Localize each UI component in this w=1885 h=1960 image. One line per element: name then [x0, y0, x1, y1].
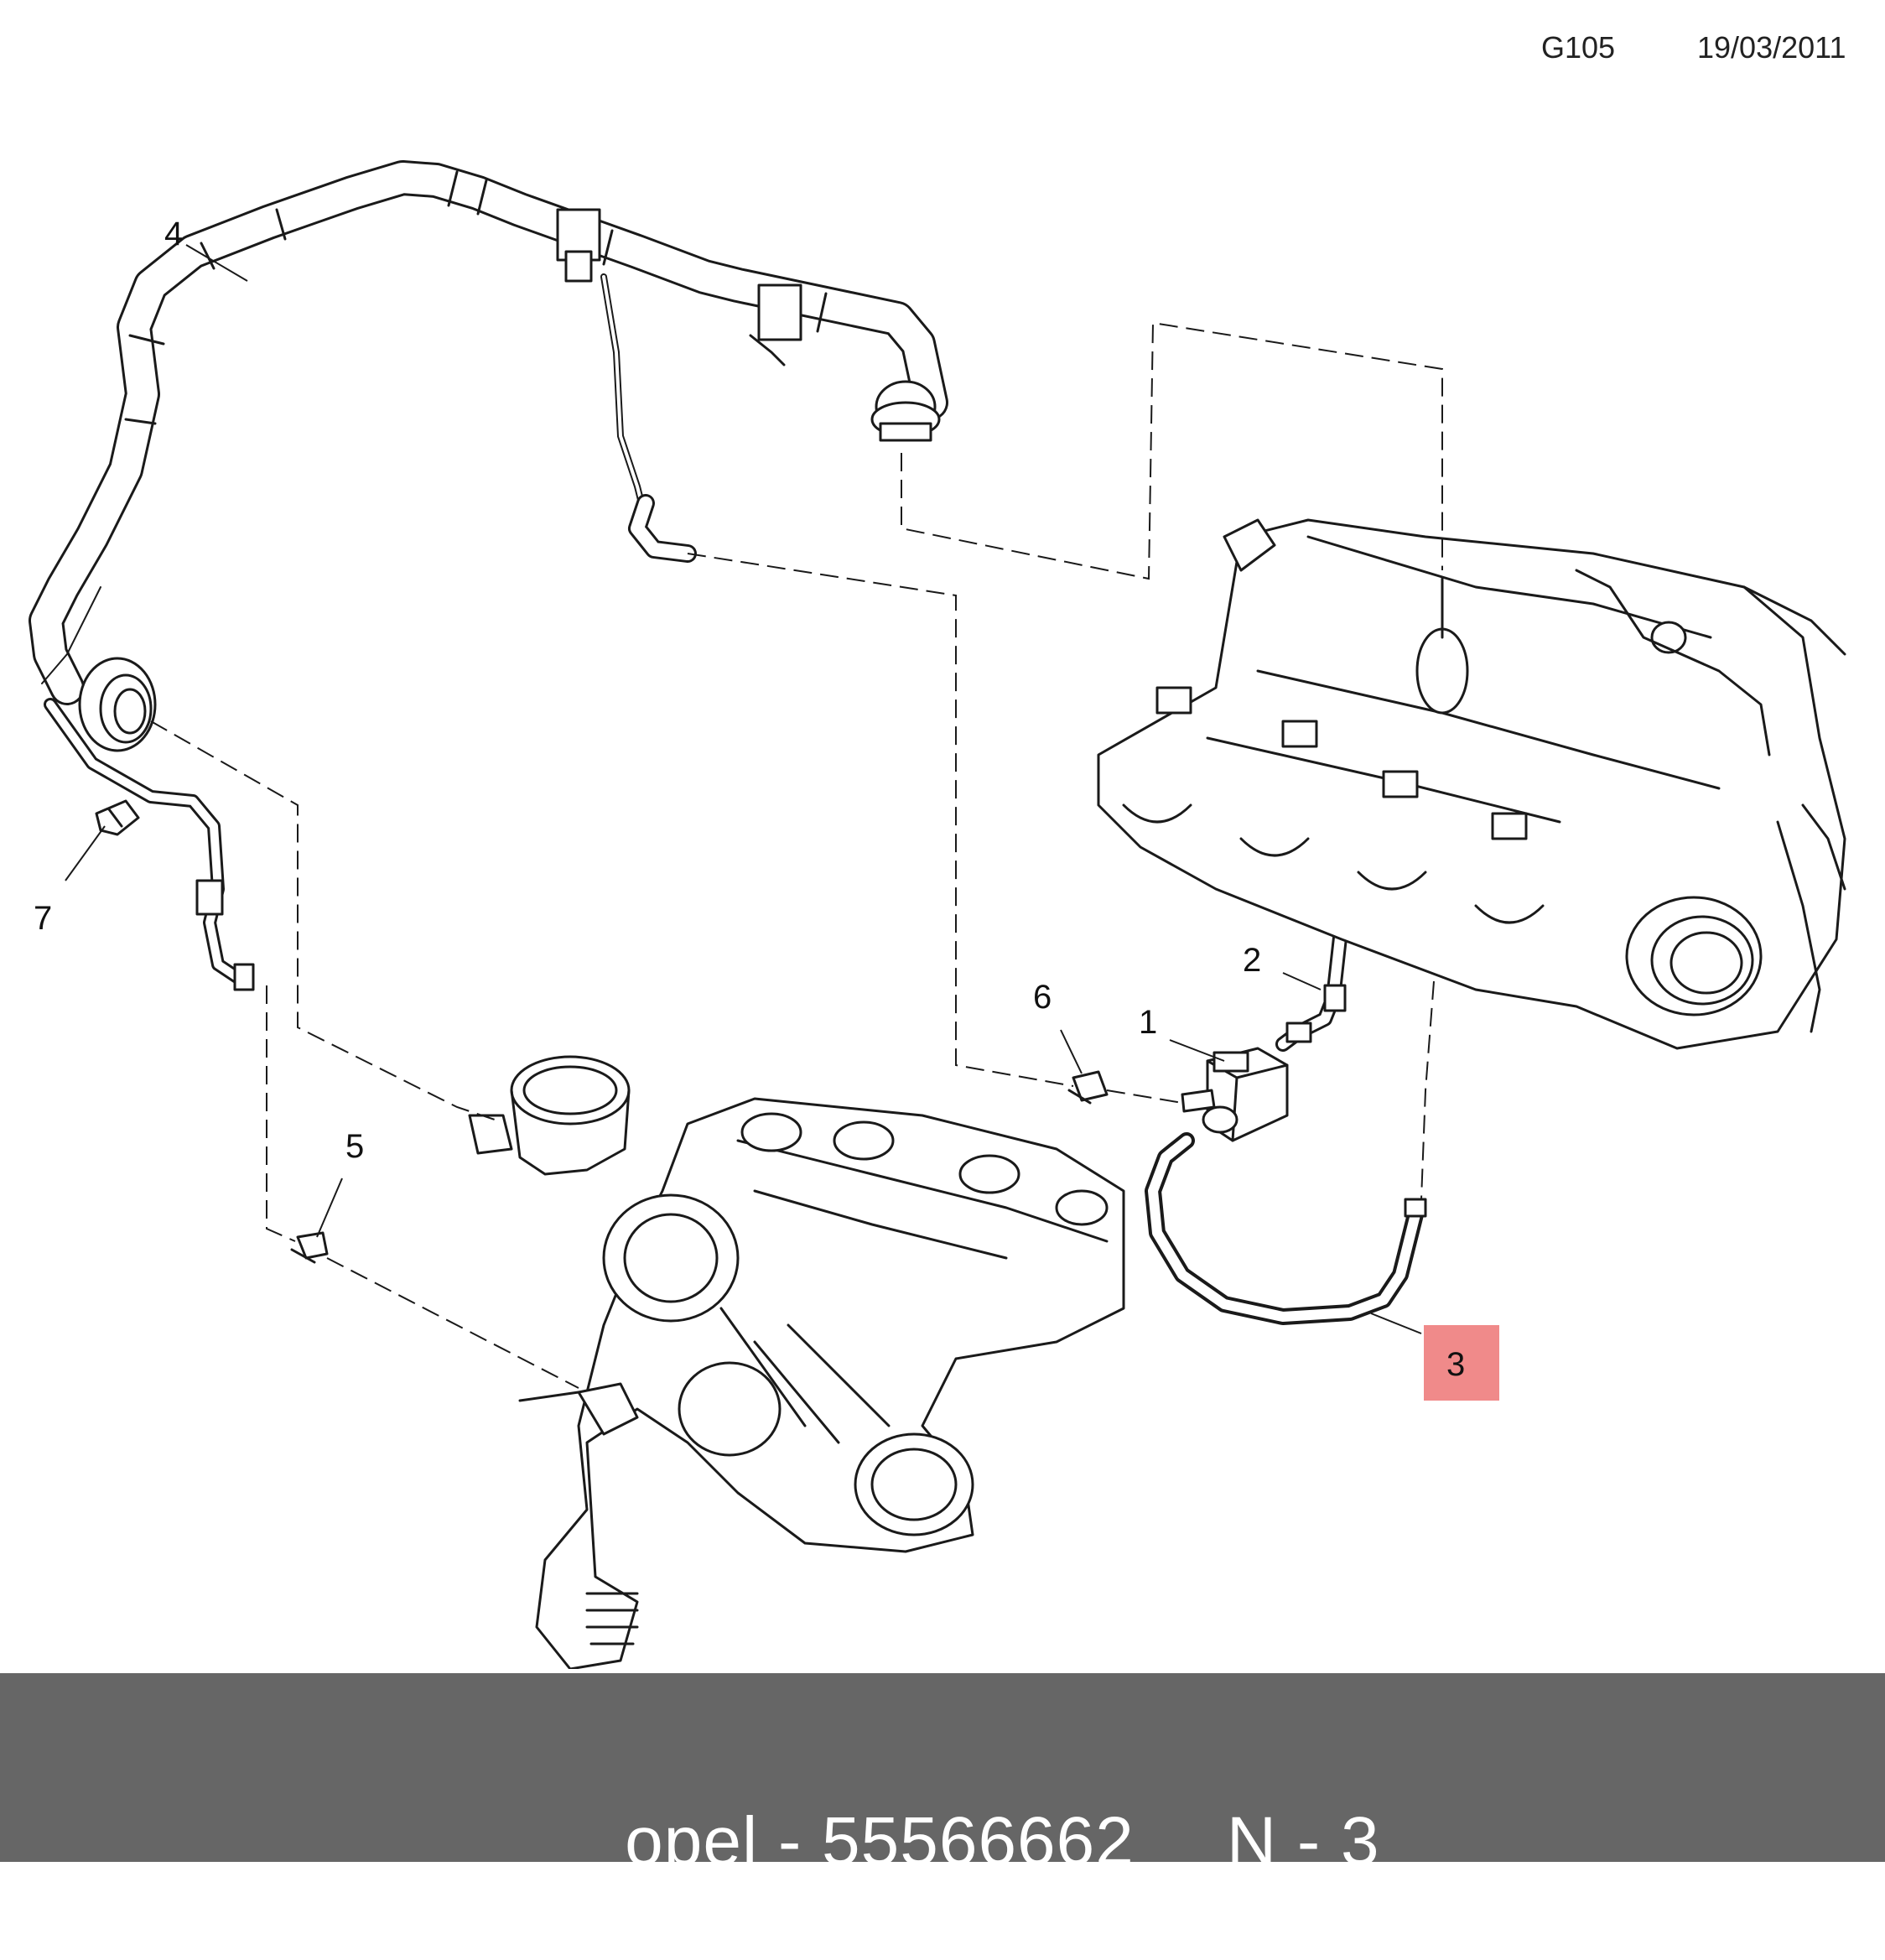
diagram-code: G105: [1541, 30, 1616, 65]
callout-3[interactable]: 3: [1446, 1346, 1465, 1383]
leader-lines: [65, 244, 1422, 1334]
diagram-date: 19/03/2011: [1697, 30, 1846, 65]
routing-lines: [150, 321, 1443, 1389]
callout-1[interactable]: 1: [1139, 1004, 1157, 1041]
intake-manifold: [1097, 518, 1846, 1050]
clip-part-5: [290, 1231, 329, 1264]
callout-5[interactable]: 5: [345, 1128, 364, 1165]
callout-2[interactable]: 2: [1243, 942, 1261, 979]
callout-6[interactable]: 6: [1033, 979, 1052, 1016]
footer-reference: N - 3: [1226, 1803, 1380, 1879]
hose-part-2: [1275, 915, 1349, 1052]
hose-part-3: [1145, 1132, 1427, 1325]
diagram-page: G105 19/03/2011: [0, 30, 1885, 1879]
footer-bar: opel - 55566662 N - 3: [0, 1673, 1885, 1879]
hose-assembly-part-4: [29, 160, 948, 991]
turbocharger-assembly: [468, 1055, 1125, 1669]
footer-text: opel - 55566662 N - 3: [0, 1723, 1885, 1960]
callout-4[interactable]: 4: [164, 216, 183, 252]
parts-diagram: 4 1 2 6 5 7 3: [29, 160, 1846, 1669]
solenoid-valve-part-1: [1181, 1047, 1289, 1142]
callout-3-highlight: [1424, 1325, 1499, 1401]
clip-part-6: [1067, 1070, 1109, 1105]
footer-part-number: opel - 55566662: [625, 1803, 1135, 1879]
clip-part-7: [95, 799, 140, 836]
callout-7[interactable]: 7: [34, 900, 52, 937]
